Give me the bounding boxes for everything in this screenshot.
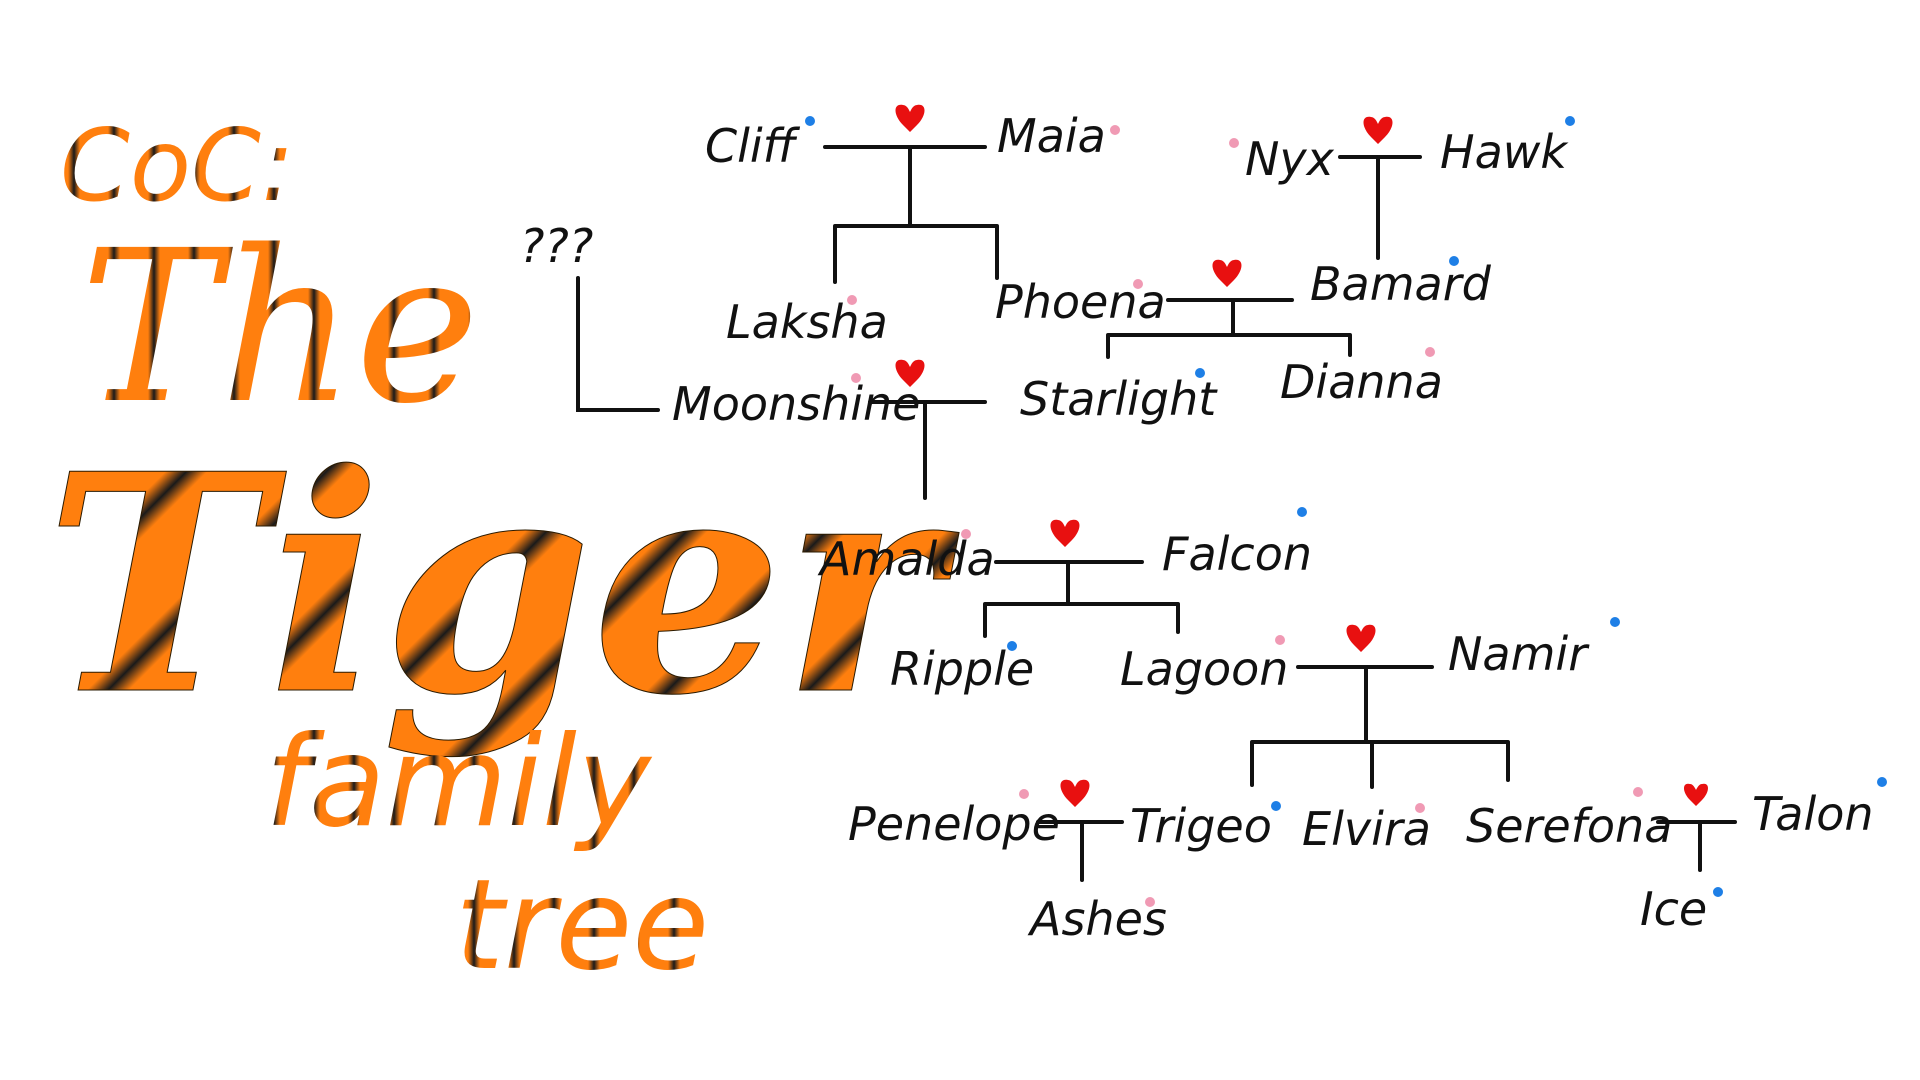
title-block: CoC: The Tiger family tree [45,107,962,998]
title-the: The [80,205,480,450]
person-falcon: Falcon [1162,527,1312,581]
person-elvira: Elvira [1302,802,1431,856]
female-dot-icon [1229,138,1239,148]
descent-line-lagoon-namir [1250,665,1510,789]
person-hawk: Hawk [1440,125,1569,179]
person-lagoon: Lagoon [1120,642,1288,696]
person-laksha: Laksha [726,295,888,349]
female-dot-icon [1275,635,1285,645]
male-dot-icon [1297,507,1307,517]
female-dot-icon [1415,803,1425,813]
female-dot-icon [1633,787,1643,797]
names: Cliff Maia Nyx Hawk Laksha Phoena Bamard… [672,109,1874,946]
male-dot-icon [1449,256,1459,266]
heart-icon [1060,779,1090,807]
title-family: family [265,710,653,855]
descent-line-amalda-falcon [983,560,1180,638]
descent-line-phoena-bamard [1106,298,1352,359]
male-dot-icon [1877,777,1887,787]
unknown-parents-label: ??? [520,219,593,273]
person-ripple: Ripple [890,642,1034,696]
person-ice: Ice [1640,882,1707,936]
title-coc: CoC: [60,107,295,224]
heart-icon [1212,259,1242,287]
title-tiger: Tiger [45,408,961,761]
female-dot-icon [1110,125,1120,135]
person-talon: Talon [1752,787,1874,841]
hearts [895,104,1708,807]
male-dot-icon [1271,801,1281,811]
heart-icon [895,359,925,387]
heart-icon [1684,783,1708,806]
person-namir: Namir [1448,627,1590,681]
male-dot-icon [1565,116,1575,126]
person-maia: Maia [997,109,1106,163]
male-dot-icon [1713,887,1723,897]
heart-icon [1050,519,1080,547]
person-trigeo: Trigeo [1130,799,1272,853]
male-dot-icon [805,116,815,126]
heart-icon [895,104,925,132]
heart-icon [1363,116,1393,144]
person-nyx: Nyx [1245,132,1335,186]
female-dot-icon [961,529,971,539]
title-tree: tree [455,853,709,998]
person-ashes: Ashes [1027,892,1167,946]
person-starlight: Starlight [1020,372,1218,426]
female-dot-icon [847,295,857,305]
person-dianna: Dianna [1280,355,1443,409]
female-dot-icon [1145,897,1155,907]
male-dot-icon [1610,617,1620,627]
female-dot-icon [851,373,861,383]
female-dot-icon [1019,789,1029,799]
female-dot-icon [1133,279,1143,289]
male-dot-icon [1007,641,1017,651]
person-serefona: Serefona [1466,799,1672,853]
person-cliff: Cliff [705,119,801,173]
person-amalda: Amalda [817,532,995,586]
male-dot-icon [1195,368,1205,378]
person-bamard: Bamard [1310,257,1492,311]
person-penelope: Penelope [848,797,1060,851]
heart-icon [1346,624,1376,652]
unknown-parent-line [576,276,660,412]
female-dot-icon [1425,347,1435,357]
person-moonshine: Moonshine [672,377,921,431]
tree-lines [576,145,1737,882]
descent-line-cliff-maia [833,145,999,284]
gender-dots [805,116,1887,907]
